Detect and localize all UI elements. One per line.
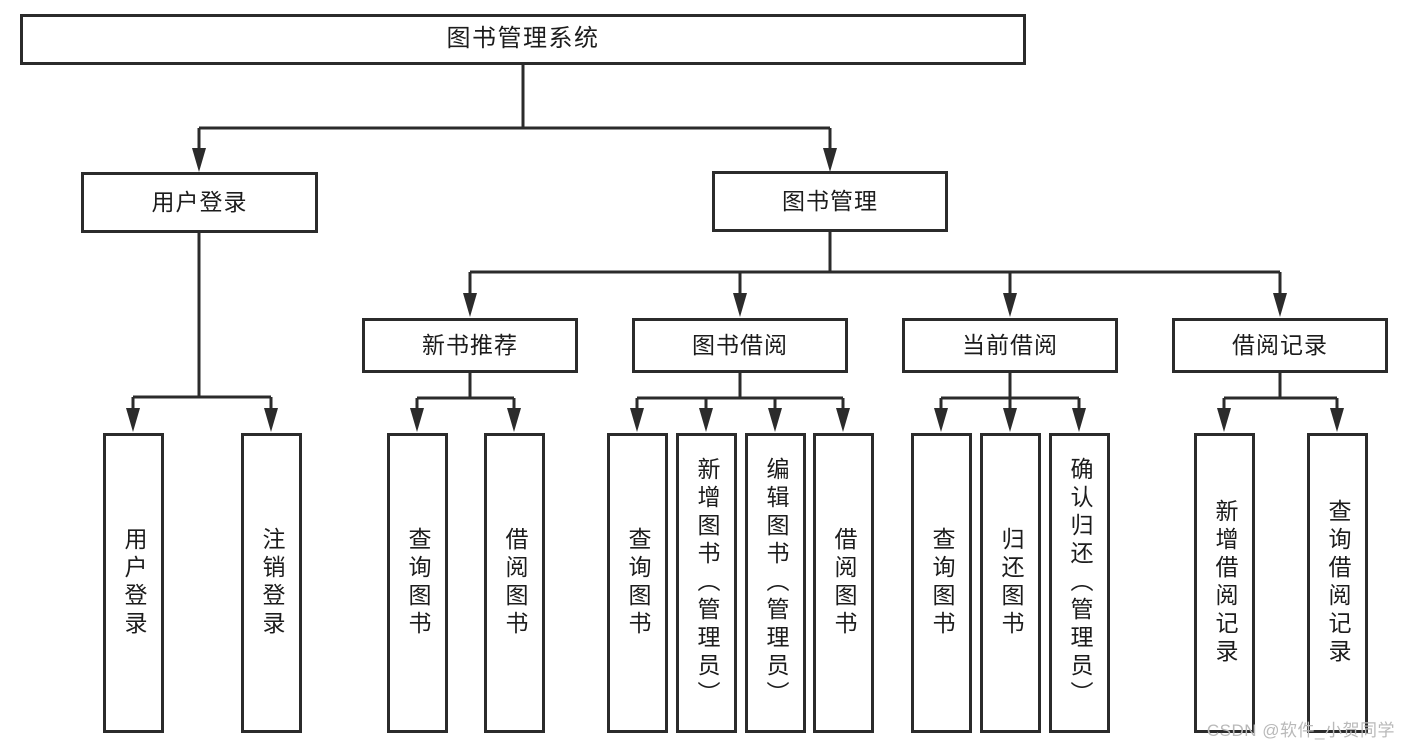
leaf-logout[interactable]: 注销登录 xyxy=(241,433,302,733)
arrowhead-cb-leaf-2 xyxy=(1003,408,1017,432)
arrowhead-cb-leaf-1 xyxy=(934,408,948,432)
node-label: 注销登录 xyxy=(259,527,285,639)
node-label: 新增借阅记录 xyxy=(1212,499,1238,667)
arrowhead-bb-leaf-1 xyxy=(630,408,644,432)
node-label: 查询图书 xyxy=(929,527,955,639)
arrowhead-bb-leaf-4 xyxy=(836,408,850,432)
arrowhead-new-book-recommend xyxy=(463,293,477,317)
node-label: 新书推荐 xyxy=(422,331,518,358)
arrowhead-br-leaf-1 xyxy=(1217,408,1231,432)
node-label: 用户登录 xyxy=(121,527,147,639)
node-label: 图书管理 xyxy=(782,187,878,214)
node-label: 图书借阅 xyxy=(692,331,788,358)
arrowhead-current-borrow xyxy=(1003,293,1017,317)
arrowhead-cb-leaf-3 xyxy=(1072,408,1086,432)
arrowhead-nbr-leaf-1 xyxy=(410,408,424,432)
leaf-query-book-current[interactable]: 查询图书 xyxy=(911,433,972,733)
leaf-edit-book-admin[interactable]: 编辑图书（管理员） xyxy=(745,433,806,733)
node-label: 借阅图书 xyxy=(502,527,528,639)
arrowhead-br-leaf-2 xyxy=(1330,408,1344,432)
node-label: 借阅图书 xyxy=(831,527,857,639)
arrowhead-borrow-record xyxy=(1273,293,1287,317)
arrowhead-bb-leaf-3 xyxy=(768,408,782,432)
leaf-query-book-borrow[interactable]: 查询图书 xyxy=(607,433,668,733)
leaf-query-borrow-record[interactable]: 查询借阅记录 xyxy=(1307,433,1368,733)
arrowhead-leaf-user-login xyxy=(126,408,140,432)
leaf-borrow-book[interactable]: 借阅图书 xyxy=(813,433,874,733)
leaf-confirm-return-admin[interactable]: 确认归还（管理员） xyxy=(1049,433,1110,733)
leaf-borrow-book-recommend[interactable]: 借阅图书 xyxy=(484,433,545,733)
leaf-add-borrow-record[interactable]: 新增借阅记录 xyxy=(1194,433,1255,733)
node-label: 归还图书 xyxy=(998,527,1024,639)
node-user-login[interactable]: 用户登录 xyxy=(81,172,318,233)
node-label: 查询图书 xyxy=(405,527,431,639)
arrowhead-leaf-logout xyxy=(264,408,278,432)
node-book-management[interactable]: 图书管理 xyxy=(712,171,948,232)
leaf-query-book-recommend[interactable]: 查询图书 xyxy=(387,433,448,733)
node-label: 借阅记录 xyxy=(1232,331,1328,358)
leaf-user-login[interactable]: 用户登录 xyxy=(103,433,164,733)
node-label: 新增图书（管理员） xyxy=(694,457,720,709)
node-borrow-record[interactable]: 借阅记录 xyxy=(1172,318,1388,373)
node-label: 查询图书 xyxy=(625,527,651,639)
arrowhead-user-login xyxy=(192,148,206,172)
node-book-management-system[interactable]: 图书管理系统 xyxy=(20,14,1026,65)
node-label: 图书管理系统 xyxy=(446,25,600,53)
arrowhead-book-borrow xyxy=(733,293,747,317)
watermark: CSDN @软件_小贺同学 xyxy=(1206,721,1395,740)
arrowhead-book-manage xyxy=(823,148,837,172)
arrowhead-nbr-leaf-2 xyxy=(507,408,521,432)
node-label: 编辑图书（管理员） xyxy=(763,457,789,709)
node-label: 用户登录 xyxy=(151,188,248,215)
node-label: 确认归还（管理员） xyxy=(1067,457,1093,709)
leaf-add-book-admin[interactable]: 新增图书（管理员） xyxy=(676,433,737,733)
node-new-book-recommend[interactable]: 新书推荐 xyxy=(362,318,578,373)
node-book-borrow[interactable]: 图书借阅 xyxy=(632,318,848,373)
node-label: 查询借阅记录 xyxy=(1325,499,1351,667)
node-current-borrow[interactable]: 当前借阅 xyxy=(902,318,1118,373)
node-label: 当前借阅 xyxy=(962,331,1058,358)
leaf-return-book[interactable]: 归还图书 xyxy=(980,433,1041,733)
arrowhead-bb-leaf-2 xyxy=(699,408,713,432)
